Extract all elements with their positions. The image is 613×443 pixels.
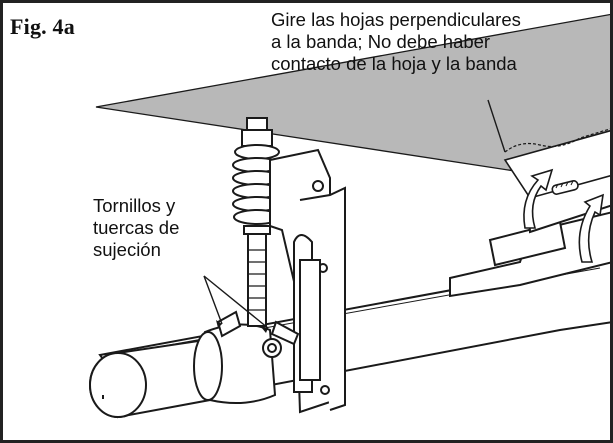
figure-label: Fig. 4a [10, 14, 75, 39]
shaft-collar [193, 323, 282, 404]
conveyor-belt-surface [95, 13, 613, 187]
callout-line: sujeción [93, 239, 161, 260]
blade-instruction-callout: Gire las hojas perpendiculares a la band… [271, 9, 521, 75]
leader-lines [203, 99, 506, 329]
fasteners-callout: Tornillos y tuercas de sujeción [93, 195, 179, 261]
callout-line: tuercas de [93, 217, 180, 238]
rotation-arrows [523, 168, 604, 263]
callout-line: a la banda; No debe haber [271, 31, 491, 52]
callout-line: Tornillos y [93, 195, 176, 216]
clamp-bolts [216, 310, 300, 346]
blade-edge-outline [504, 127, 613, 153]
shaft-end-cap [89, 338, 212, 419]
mounting-bracket [269, 148, 346, 414]
callout-line: contacto de la hoja y la banda [271, 53, 517, 74]
callout-line: Gire las hojas perpendiculares [271, 9, 521, 30]
spring-tensioner [232, 117, 282, 327]
